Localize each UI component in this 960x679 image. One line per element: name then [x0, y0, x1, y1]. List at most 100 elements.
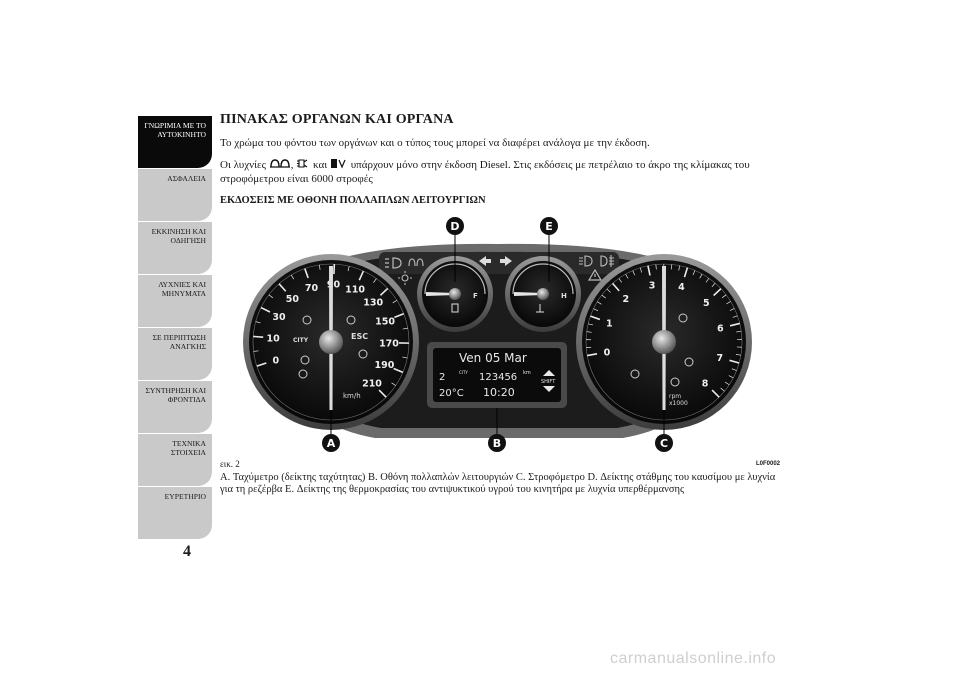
light-bulb-icon: [398, 271, 412, 285]
water-in-fuel-icon: [296, 158, 310, 173]
tab-label: ΕΥΡΕΤΗΡΙΟ: [164, 492, 206, 501]
tick-label: 10: [267, 333, 281, 344]
callout-a: A: [322, 410, 340, 452]
minor-tick: [705, 278, 710, 283]
diesel-note-paragraph: Οι λυχνίες , και υπάρχουν μόνο στην έκδο…: [220, 158, 795, 185]
minor-tick: [373, 278, 377, 283]
tab-label: ΤΕΧΝΙΚΑ ΣΤΟΙΧΕΙΑ: [170, 439, 206, 457]
brake-warning-icon: [358, 349, 368, 359]
major-tick: [590, 315, 601, 321]
tick-label: 150: [375, 316, 395, 327]
temperature-gauge: H: [505, 256, 581, 332]
tick-label: 2: [622, 294, 629, 305]
minor-tick: [392, 300, 398, 304]
major-tick: [711, 389, 720, 398]
minor-tick: [601, 294, 606, 299]
coolant-temp-icon: [536, 304, 544, 313]
tab-technical-data[interactable]: ΤΕΧΝΙΚΑ ΣΤΟΙΧΕΙΑ: [138, 434, 212, 486]
engine-temp-warning-icon: [298, 369, 308, 379]
tick-label: 190: [375, 360, 395, 371]
tachometer-unit-x1000: x1000: [669, 400, 688, 407]
svg-text:B: B: [493, 437, 501, 450]
major-tick: [278, 283, 287, 292]
minor-tick: [721, 294, 727, 299]
major-tick: [260, 306, 271, 313]
speedometer-hub: [319, 330, 343, 354]
major-tick: [378, 389, 387, 398]
fuel-full-mark: F: [473, 292, 478, 300]
tick-label: 110: [345, 285, 365, 296]
major-tick: [713, 288, 722, 297]
callout-b: B: [488, 408, 506, 452]
note-text-3: και: [313, 159, 328, 172]
minor-tick: [268, 294, 274, 299]
fuel-gauge-needle: [426, 292, 455, 296]
major-tick: [304, 268, 309, 279]
tab-emergency[interactable]: ΣΕ ΠΕΡΙΠΤΩΣΗ ΑΝΑΓΚΗΣ: [138, 328, 212, 380]
tachometer-hub: [652, 330, 676, 354]
tab-warning-lights[interactable]: ΛΥΧΝΙΕΣ ΚΑΙ ΜΗΝΥΜΑΤΑ: [138, 275, 212, 327]
tick-label: 1: [606, 318, 613, 329]
esc-indicator-label: ESC: [351, 332, 368, 341]
glow-plug-icon: [408, 258, 424, 267]
shift-down-arrow-icon: [543, 386, 555, 392]
tachometer-tick-marks: [586, 263, 742, 398]
major-tick: [729, 322, 740, 327]
city-indicator-label: CITY: [293, 337, 309, 344]
tick-label: 4: [678, 282, 685, 293]
display-clock: 10:20: [483, 386, 515, 399]
minor-tick: [639, 267, 643, 273]
minor-tick: [632, 270, 636, 276]
tab-starting-driving[interactable]: ΕΚΚΙΝΗΣΗ ΚΑΙ ΟΔΗΓΗΣΗ: [138, 222, 212, 274]
tab-label: ΓΝΩΡΙΜΙΑ ΜΕ ΤΟ ΑΥΤΟΚΙΝΗΤΟ: [144, 121, 206, 139]
note-text-2: ,: [290, 159, 294, 172]
minor-tick: [597, 301, 602, 305]
fog-light-icon: [385, 257, 402, 269]
speedometer-unit-label: km/h: [343, 392, 361, 400]
minor-tick: [290, 274, 295, 280]
note-text-1: Οι λυχνίες: [220, 159, 267, 172]
tick-label: 50: [286, 294, 300, 305]
major-tick: [358, 270, 365, 281]
passenger-airbag-icon: [678, 313, 688, 323]
major-tick: [683, 267, 689, 278]
major-tick: [611, 282, 620, 292]
minor-tick: [736, 330, 742, 333]
note-text-4: υπάρχουν μόνο στην έκδοση Diesel. Στις ε…: [220, 159, 750, 185]
tick-label: 8: [702, 379, 709, 390]
display-odometer-unit: km: [523, 370, 531, 376]
oil-pressure-icon: [684, 357, 694, 367]
tab-getting-to-know[interactable]: ΓΝΩΡΙΜΙΑ ΜΕ ΤΟ ΑΥΤΟΚΙΝΗΤΟ: [138, 116, 212, 168]
minor-tick: [711, 282, 716, 288]
minor-tick: [618, 278, 623, 283]
chapter-sidebar: ΓΝΩΡΙΜΙΑ ΜΕ ΤΟ ΑΥΤΟΚΙΝΗΤΟ ΑΣΦΑΛΕΙΑ ΕΚΚΙΝ…: [138, 116, 212, 540]
minor-tick: [735, 354, 741, 356]
tachometer-unit-rpm: rpm: [669, 393, 681, 400]
page-number: 4: [183, 543, 191, 560]
fuel-pump-icon: [451, 303, 459, 313]
minor-tick: [586, 331, 592, 333]
tick-label: 5: [703, 298, 710, 309]
tab-safety[interactable]: ΑΣΦΑΛΕΙΑ: [138, 169, 212, 221]
figure-caption: A. Ταχύμετρο (δείκτης ταχύτητας) B. Οθόν…: [220, 472, 776, 495]
tab-label: ΑΣΦΑΛΕΙΑ: [167, 174, 206, 183]
tpms-warning-icon: [300, 355, 310, 365]
engine-check-icon: [630, 369, 640, 379]
major-tick: [647, 265, 651, 276]
display-shift-label: SHIFT: [541, 379, 556, 385]
minor-tick: [724, 381, 730, 386]
tab-maintenance[interactable]: ΣΥΝΤΗΡΗΣΗ ΚΑΙ ΦΡΟΝΤΙΔΑ: [138, 381, 212, 433]
svg-text:E: E: [545, 220, 553, 233]
battery-icon: [670, 377, 680, 387]
high-beam-icon: [579, 255, 593, 267]
dpf-filter-icon: [330, 158, 348, 173]
major-tick: [393, 367, 404, 374]
tick-label: 70: [305, 283, 319, 294]
major-tick: [256, 362, 267, 367]
tab-label: ΛΥΧΝΙΕΣ ΚΑΙ ΜΗΝΥΜΑΤΑ: [158, 280, 206, 298]
tick-label: 6: [717, 324, 724, 335]
tab-index[interactable]: ΕΥΡΕΤΗΡΙΟ: [138, 487, 212, 539]
major-tick: [587, 353, 598, 357]
